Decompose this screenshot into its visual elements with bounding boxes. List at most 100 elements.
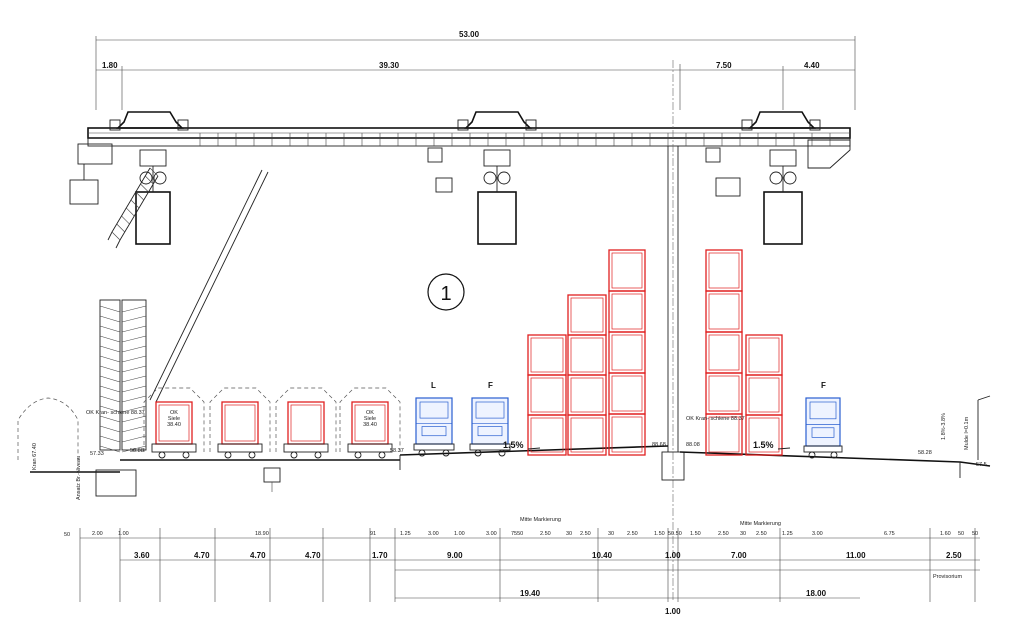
left-vertical-note: Kran 67.40 <box>32 443 38 470</box>
container <box>608 331 646 374</box>
top-segment-2: 39.30 <box>379 61 400 70</box>
container-stack <box>745 334 783 456</box>
vehicle-label-l: L <box>431 381 436 390</box>
rail-wagon <box>275 387 337 459</box>
dim-row2-value: 4.70 <box>250 551 266 560</box>
hoist-trolley-left <box>109 111 189 245</box>
left-ok-note: OK Kran- schiene 88.37 <box>86 410 145 416</box>
container-stack <box>567 294 607 456</box>
dim-row1-value: 2.50 <box>718 531 729 537</box>
truck <box>803 397 843 459</box>
dim-row2-value: 9.00 <box>447 551 463 560</box>
dim-row1-value: 6.75 <box>884 531 895 537</box>
dim-row1-value: 30 <box>740 531 746 537</box>
container-stack <box>527 334 567 456</box>
dim-row1-left: 50 <box>64 532 70 538</box>
access-stair <box>99 167 159 453</box>
dim-row1-value: 3.00 <box>428 531 439 537</box>
provisorium-label: Provisorium <box>933 574 962 580</box>
container <box>567 334 607 376</box>
mitte-markierung-left: Mitte Markierung <box>520 517 561 523</box>
dim-row1-value: 2.50 <box>580 531 591 537</box>
container <box>608 249 646 292</box>
dim-row1-value: 30 <box>608 531 614 537</box>
dim-row1-value: 1.25 <box>782 531 793 537</box>
dim-row1-value: 1.60 <box>940 531 951 537</box>
dim-row1-value: 1.50 <box>654 531 665 537</box>
center-right-level: 88.08 <box>686 442 700 448</box>
dim-row1-value: 3.00 <box>486 531 497 537</box>
wagon-label-line: Siele <box>168 416 180 422</box>
dim-row2-value: 2.50 <box>946 551 962 560</box>
dim-row1-value: 50 <box>972 531 978 537</box>
dim-row1-value: 50.50 <box>668 531 682 537</box>
right-level-note: 58.28 <box>918 450 932 456</box>
center-left-level: 88.68 <box>652 442 666 448</box>
left-gauge-outline <box>17 397 79 460</box>
container-stack <box>608 249 646 456</box>
dim-row1-value: 30 <box>566 531 572 537</box>
container <box>705 331 743 374</box>
container <box>527 374 567 416</box>
dim-row2-value: 3.60 <box>134 551 150 560</box>
truck <box>469 397 511 457</box>
dim-row1-value: 91 <box>370 531 376 537</box>
dim-row2-value: 4.70 <box>305 551 321 560</box>
mitte-markierung-right: Mitte Markierung <box>740 521 781 527</box>
dim-row2-value: 11.00 <box>846 551 866 560</box>
wagon-label-line: OK <box>366 410 374 416</box>
dim-row3-1: 18.00 <box>806 589 827 598</box>
diagonal-brace <box>149 169 269 403</box>
top-segment-4: 4.40 <box>804 61 820 70</box>
container <box>705 249 743 292</box>
wagon-label-line: 38.40 <box>167 422 181 428</box>
section-number: 1 <box>440 283 451 305</box>
wagon-label-line: 38.40 <box>363 422 377 428</box>
dim-row2-value: 4.70 <box>194 551 210 560</box>
crane-girder <box>69 127 851 205</box>
container-stack <box>705 249 743 456</box>
dim-row1-value: 2.50 <box>756 531 767 537</box>
dim-row1-value: 1.50 <box>690 531 701 537</box>
dim-row1-value: 50 <box>958 531 964 537</box>
container <box>608 290 646 333</box>
container-stacks <box>527 249 783 456</box>
slope-label-right: 1.5% <box>753 440 774 450</box>
dim-row2-value: 10.40 <box>592 551 613 560</box>
dim-row1-value: 2.50 <box>627 531 638 537</box>
container <box>745 374 783 416</box>
dim-row1-value: 18.90 <box>255 531 269 537</box>
dim-row4-0: 1.00 <box>665 607 681 616</box>
dim-row1-value: 3.00 <box>812 531 823 537</box>
truck <box>413 397 455 457</box>
dim-row1-value: 1.00 <box>118 531 129 537</box>
dim-row1-value: 2.50 <box>540 531 551 537</box>
center-ok-note: OK Kran- schiene 88.37 <box>686 416 745 422</box>
container <box>608 372 646 415</box>
wagon-label-line: Siele <box>364 416 376 422</box>
dim-row1-value: 1.00 <box>454 531 465 537</box>
dim-row3-0: 19.40 <box>520 589 541 598</box>
top-dimension-chain: 53.00 1.80 39.30 7.50 4.40 <box>95 30 856 110</box>
container <box>567 294 607 336</box>
right-vertical-note: 1.8%-3.8% <box>941 413 947 440</box>
top-segment-3: 7.50 <box>716 61 732 70</box>
container <box>608 413 646 456</box>
container <box>527 334 567 376</box>
level-98-note: 58.88 <box>130 448 144 454</box>
dim-row2-value: 7.00 <box>731 551 747 560</box>
trucks <box>413 397 843 459</box>
top-segment-1: 1.80 <box>102 61 118 70</box>
dim-row1-value: 1.25 <box>400 531 411 537</box>
hoist-trolley-right <box>705 111 821 245</box>
dim-row1-value: 2.00 <box>92 531 103 537</box>
container <box>705 372 743 415</box>
hoist-trolley-center <box>427 111 537 245</box>
center-leg <box>661 60 685 600</box>
dim-row2-value: 1.00 <box>665 551 681 560</box>
container <box>745 334 783 376</box>
right-end-level: 57.5 <box>976 462 987 468</box>
